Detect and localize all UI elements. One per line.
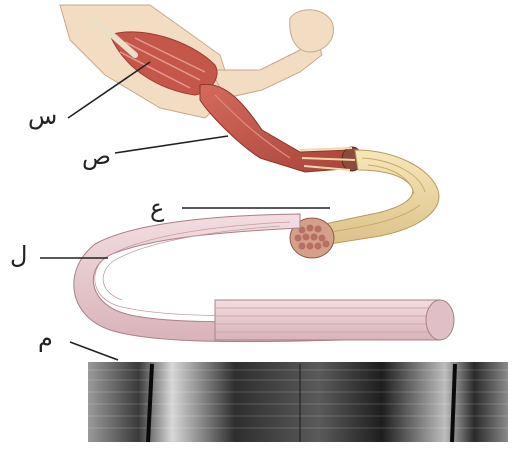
- label-ain: ع: [150, 196, 164, 220]
- micrograph-strip: [88, 362, 508, 442]
- label-sad: ص: [82, 144, 111, 168]
- leader-line-sad: [115, 136, 228, 153]
- muscle-fiber: [74, 214, 454, 342]
- muscle-belly: [200, 84, 362, 172]
- leader-line-mim: [70, 342, 118, 360]
- arm-illustration: [60, 5, 333, 118]
- label-s: س: [28, 104, 57, 128]
- label-mim: م: [38, 326, 53, 350]
- label-lam: ل: [10, 243, 27, 267]
